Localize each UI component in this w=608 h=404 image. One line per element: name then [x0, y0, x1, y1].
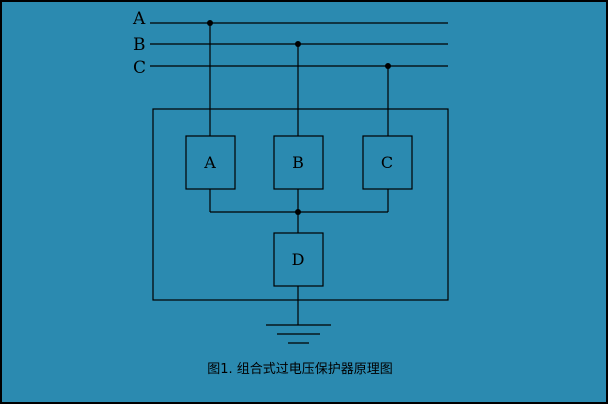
diagram-caption: 图1. 组合式过电压保护器原理图	[207, 362, 393, 377]
enclosure-box	[152, 108, 449, 301]
common-unit-label-d: D	[292, 250, 305, 269]
phase-label-a: A	[132, 9, 146, 29]
protector-label-c: C	[381, 153, 393, 172]
protector-label-a: A	[203, 153, 216, 172]
protector-label-b: B	[292, 153, 304, 172]
phase-label-b: B	[133, 35, 146, 55]
phase-label-c: C	[133, 58, 146, 78]
